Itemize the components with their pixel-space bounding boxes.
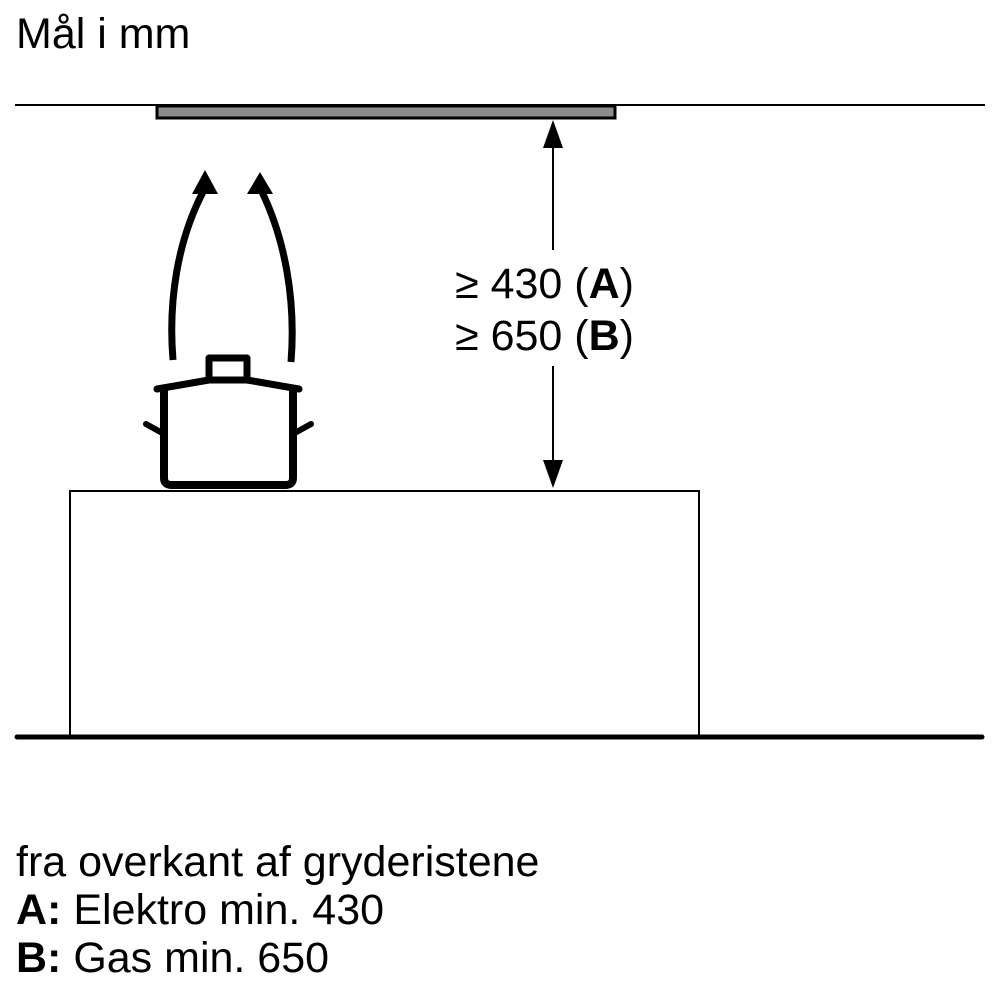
dimension-key: A <box>588 260 620 308</box>
geq-symbol: ≥ <box>455 260 479 308</box>
steam-arrows-icon <box>168 170 296 363</box>
geq-symbol: ≥ <box>455 312 479 360</box>
paren-close: ) <box>619 260 634 308</box>
legend-key: B: <box>16 934 62 982</box>
dimension-arrow <box>543 120 563 488</box>
dimension-label-a: ≥ 430 (A) <box>455 258 634 310</box>
page-title: Mål i mm <box>16 10 191 58</box>
legend-key: A: <box>16 886 62 934</box>
paren-open: ( <box>574 260 589 308</box>
dimension-value: 650 <box>490 312 563 360</box>
paren-open: ( <box>574 312 589 360</box>
legend: fra overkant af gryderistene A: Elektro … <box>16 838 539 982</box>
arrow-up-icon <box>543 120 563 148</box>
dimension-key: B <box>588 312 620 360</box>
arrow-down-icon <box>543 460 563 488</box>
pot-icon <box>143 354 314 489</box>
legend-text: Elektro min. 430 <box>61 886 385 934</box>
paren-close: ) <box>619 312 634 360</box>
cabinet <box>69 490 700 737</box>
dimension-value: 430 <box>490 260 563 308</box>
legend-intro: fra overkant af gryderistene <box>16 838 540 886</box>
legend-text: Gas min. 650 <box>61 934 330 982</box>
legend-item-b: B: Gas min. 650 <box>16 934 539 982</box>
hood-panel <box>155 104 617 120</box>
dimension-label-b: ≥ 650 (B) <box>455 310 634 362</box>
legend-item-a: A: Elektro min. 430 <box>16 886 539 934</box>
